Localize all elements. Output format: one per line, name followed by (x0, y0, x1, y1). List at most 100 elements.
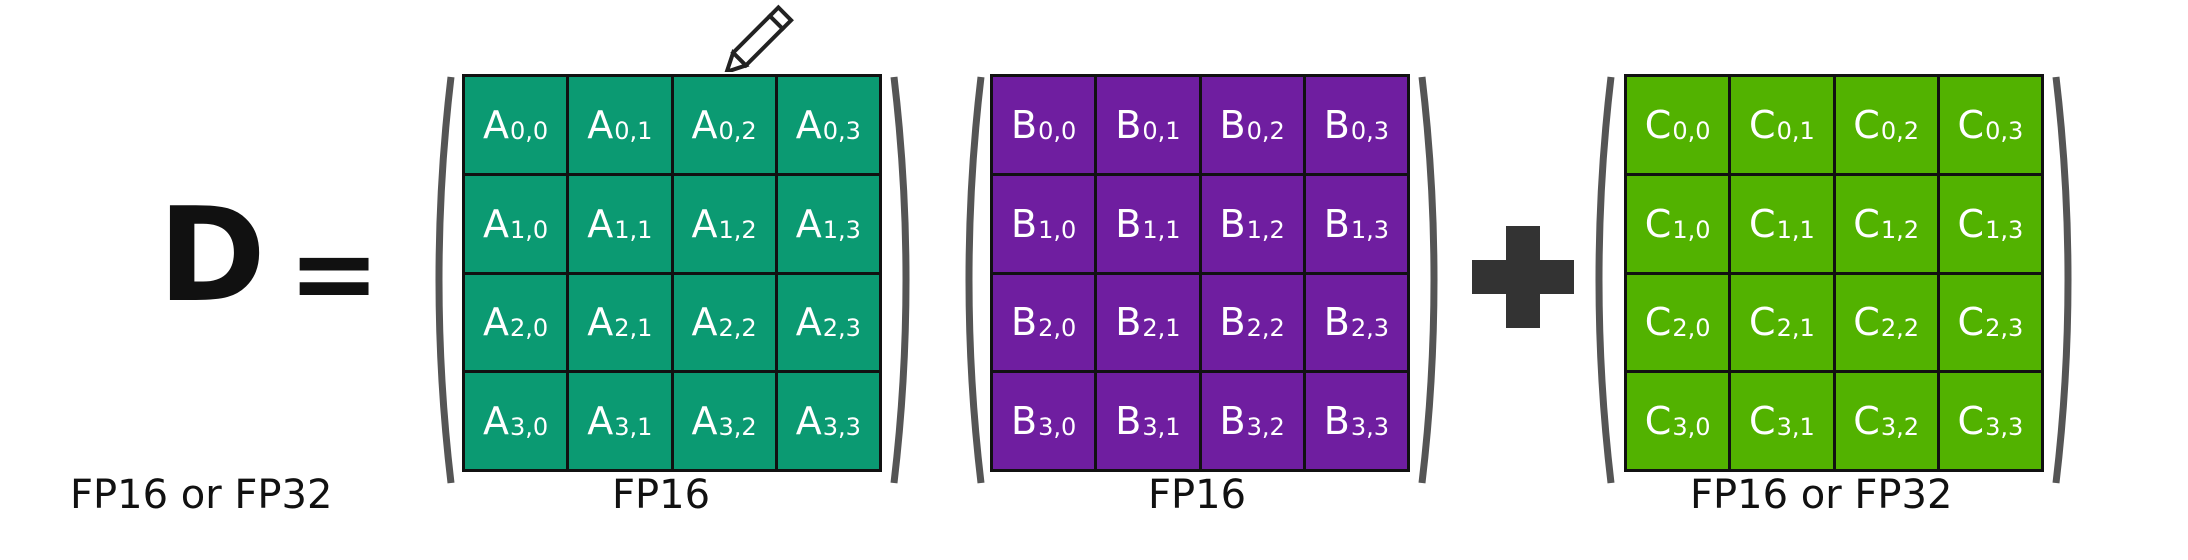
cell-index: 0,3 (1985, 116, 2024, 145)
cell-index: 3,1 (1776, 413, 1815, 442)
left-paren-b (955, 75, 985, 485)
cell-index: 2,3 (1350, 314, 1389, 343)
cell-index: 0,0 (1672, 116, 1711, 145)
left-paren-c (1585, 75, 1615, 485)
cell-letter: A (691, 201, 718, 246)
cell-index: 1,2 (718, 215, 757, 244)
left-paren-a (425, 75, 455, 485)
plus-sign-icon (1472, 226, 1574, 328)
cell-letter: C (1853, 300, 1880, 345)
cell-letter: B (1115, 201, 1142, 246)
cell-letter: C (1957, 300, 1985, 345)
cell-index: 1,1 (1776, 215, 1815, 244)
cell-index: 2,2 (718, 314, 757, 343)
label-c-precision: FP16 or FP32 (1690, 472, 1953, 518)
cell-index: 1,2 (1246, 215, 1285, 244)
cell-letter: C (1853, 102, 1880, 147)
label-b-precision: FP16 (1148, 472, 1247, 518)
cell-letter: C (1644, 300, 1672, 345)
cell-index: 1,2 (1880, 215, 1919, 244)
cell-index: 2,0 (1038, 314, 1077, 343)
cell-index: 3,0 (1672, 413, 1711, 442)
equals-sign: = (288, 209, 381, 337)
cell-letter: B (1219, 399, 1246, 444)
cell-letter: B (1011, 201, 1038, 246)
cell-index: 0,0 (1038, 116, 1077, 145)
cell-letter: C (1853, 399, 1880, 444)
pen-cursor-icon (710, 0, 810, 75)
cell-index: 2,3 (1985, 314, 2024, 343)
cell-letter: A (483, 201, 510, 246)
label-a-precision: FP16 (612, 472, 711, 518)
cell-index: 0,3 (822, 116, 861, 145)
cell-letter: B (1219, 102, 1246, 147)
cell-index: 1,3 (822, 215, 861, 244)
right-paren-c (2052, 75, 2082, 485)
cell-letter: C (1749, 399, 1776, 444)
cell-index: 3,3 (822, 413, 861, 442)
cell-letter: C (1749, 201, 1776, 246)
cell-letter: C (1749, 300, 1776, 345)
cell-index: 3,1 (614, 413, 653, 442)
cell-letter: B (1323, 201, 1350, 246)
cell-letter: A (587, 201, 614, 246)
cell-index: 2,0 (1672, 314, 1711, 343)
cell-letter: B (1323, 102, 1350, 147)
cell-letter: A (795, 300, 822, 345)
cell-index: 2,2 (1246, 314, 1285, 343)
cell-letter: A (691, 399, 718, 444)
cell-index: 0,3 (1350, 116, 1389, 145)
cell-index: 1,3 (1985, 215, 2024, 244)
cell-index: 3,3 (1985, 413, 2024, 442)
cell-index: 3,0 (1038, 413, 1077, 442)
cell-letter: B (1323, 399, 1350, 444)
cell-letter: B (1115, 102, 1142, 147)
cell-index: 2,0 (510, 314, 549, 343)
cell-index: 0,2 (1246, 116, 1285, 145)
cell-letter: A (587, 102, 614, 147)
cell-index: 2,2 (1880, 314, 1919, 343)
cell-letter: B (1323, 300, 1350, 345)
cell-letter: A (795, 399, 822, 444)
cell-index: 1,1 (1142, 215, 1181, 244)
cell-index: 3,2 (1246, 413, 1285, 442)
cell-letter: A (691, 102, 718, 147)
cell-letter: C (1749, 102, 1776, 147)
cell-index: 0,1 (614, 116, 653, 145)
cell-letter: C (1957, 102, 1985, 147)
cell-letter: A (691, 300, 718, 345)
cell-letter: A (587, 399, 614, 444)
cell-index: 2,1 (614, 314, 653, 343)
right-paren-b (1418, 75, 1448, 485)
cell-letter: B (1011, 399, 1038, 444)
